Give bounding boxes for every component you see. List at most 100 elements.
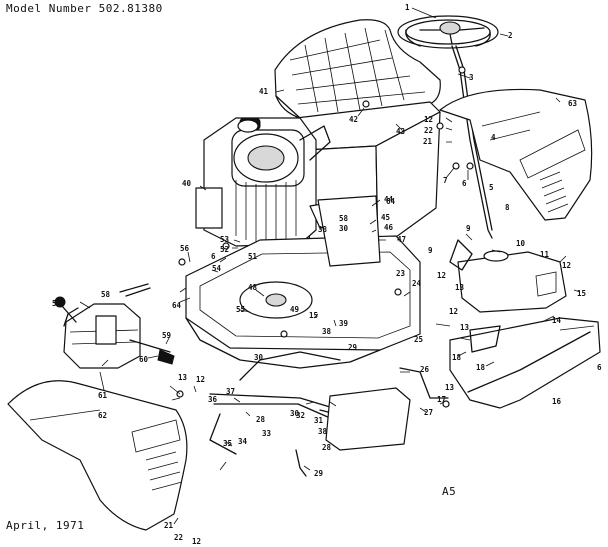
part-label-21b: 21 (164, 521, 174, 530)
transaxle (54, 283, 175, 369)
part-label-48: 48 (248, 283, 258, 292)
part-label-37: 37 (226, 387, 235, 396)
part-label-33: 33 (262, 429, 272, 438)
part-label-29: 29 (348, 343, 358, 352)
part-label-6b: 6 (211, 252, 216, 261)
part-label-38: 38 (318, 225, 328, 234)
part-label-60: 60 (139, 355, 149, 364)
part-label-47: 47 (397, 235, 406, 244)
part-label-11: 11 (540, 250, 550, 259)
part-label-15: 15 (309, 311, 318, 320)
linkage-rods (209, 351, 449, 477)
part-label-12a: 12 (424, 115, 433, 124)
part-label-36: 36 (208, 395, 218, 404)
part-label-22b: 22 (174, 533, 183, 542)
page-code: A5 (442, 485, 457, 498)
part-label-27: 27 (424, 408, 433, 417)
part-label-56: 56 (180, 244, 190, 253)
part-label-28: 28 (256, 415, 266, 424)
part-label-13a: 13 (455, 283, 465, 292)
part-label-28b: 28 (322, 443, 332, 452)
part-label-64b: 64 (172, 301, 182, 310)
part-label-31: 31 (314, 416, 324, 425)
part-label-13c: 13 (178, 373, 188, 382)
part-label-35: 35 (223, 439, 232, 448)
part-label-10: 10 (516, 239, 526, 248)
part-label-43: 43 (396, 127, 406, 136)
part-label-21: 21 (423, 137, 433, 146)
part-label-25: 25 (414, 335, 423, 344)
part-label-16: 16 (552, 397, 562, 406)
part-label-44: 44 (384, 195, 394, 204)
part-label-38c: 38 (318, 427, 328, 436)
rear-fender (439, 88, 593, 221)
part-label-30c: 30 (290, 409, 300, 418)
part-label-3: 3 (469, 73, 474, 82)
part-label-30: 30 (339, 224, 349, 233)
part-label-46: 46 (384, 223, 394, 232)
part-label-6: 6 (462, 179, 467, 188)
part-label-45: 45 (381, 213, 390, 222)
small-hardware (176, 100, 501, 408)
part-label-12b: 12 (437, 271, 446, 280)
part-label-58: 58 (101, 290, 111, 299)
part-label-59: 59 (162, 331, 172, 340)
part-label-63: 63 (568, 99, 578, 108)
part-label-26: 26 (420, 365, 430, 374)
part-label-38b: 38 (322, 327, 332, 336)
front-grille (449, 317, 601, 409)
part-label-17: 17 (437, 395, 446, 404)
part-label-12e: 12 (196, 375, 205, 384)
part-label-9: 9 (466, 224, 471, 233)
part-label-64: 64 (386, 197, 396, 206)
part-label-39: 39 (339, 319, 349, 328)
part-label-13d: 13 (445, 383, 455, 392)
part-label-4: 4 (491, 133, 496, 142)
part-label-2: 2 (508, 31, 513, 40)
front-chassis (7, 380, 188, 531)
part-label-12c: 12 (562, 261, 571, 270)
part-label-23: 23 (396, 269, 406, 278)
part-label-12d: 12 (449, 307, 458, 316)
frame-plate (185, 235, 421, 369)
part-label-54: 54 (212, 264, 222, 273)
part-label-14: 14 (552, 316, 562, 325)
model-number-title: Model Number 502.81380 (6, 2, 163, 15)
part-label-42: 42 (349, 115, 358, 124)
part-label-15b: 15 (577, 289, 586, 298)
part-label-61: 61 (98, 391, 108, 400)
revision-date: April, 1971 (6, 519, 85, 532)
engine (195, 117, 331, 247)
part-label-13b: 13 (460, 323, 470, 332)
part-label-53: 53 (220, 235, 230, 244)
part-label-12f: 12 (192, 537, 201, 546)
part-label-41: 41 (259, 87, 269, 96)
part-label-49: 49 (290, 305, 300, 314)
part-label-62: 62 (98, 411, 107, 420)
part-label-55: 55 (236, 305, 245, 314)
part-label-5: 5 (489, 183, 494, 192)
part-label-32: 32 (296, 411, 305, 420)
part-labels: 1 2 3 4 5 6 6 6 7 8 9 9 10 11 12 12 12 1… (52, 3, 602, 546)
part-label-18: 18 (452, 353, 462, 362)
part-label-1: 1 (405, 3, 410, 12)
part-label-58b: 58 (339, 214, 349, 223)
part-label-24: 24 (412, 279, 422, 288)
part-label-52: 52 (220, 245, 229, 254)
part-label-9b: 9 (428, 246, 433, 255)
steering-wheel (397, 15, 499, 49)
part-label-40: 40 (182, 179, 192, 188)
part-label-18b: 18 (476, 363, 486, 372)
part-label-57: 57 (52, 299, 61, 308)
part-label-6c: 6 (597, 363, 602, 372)
hood (457, 250, 567, 313)
part-label-34: 34 (238, 437, 248, 446)
part-label-29b: 29 (314, 469, 324, 478)
part-label-8: 8 (505, 203, 510, 212)
part-label-51: 51 (248, 252, 258, 261)
part-label-7: 7 (443, 176, 448, 185)
part-label-22: 22 (424, 126, 433, 135)
leader-lines (79, 7, 581, 525)
